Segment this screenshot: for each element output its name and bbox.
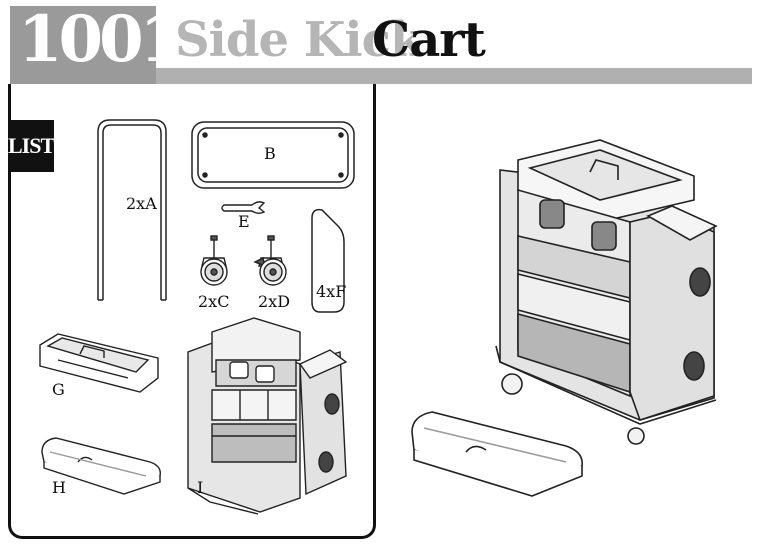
part-c-label: 2xC xyxy=(198,292,230,311)
part-e-wrench-illustration xyxy=(221,201,266,214)
part-b-label: B xyxy=(264,144,276,163)
model-number: 1001 xyxy=(18,2,184,77)
part-c-caster-illustration xyxy=(200,235,228,286)
part-f-side-piece-illustration xyxy=(311,208,345,313)
part-h-label: H xyxy=(52,478,66,497)
part-f-label: 4xF xyxy=(316,282,347,301)
part-g-label: G xyxy=(52,380,65,399)
part-e-label: E xyxy=(238,212,250,231)
assembled-cart-illustration xyxy=(495,139,718,445)
part-g-tray-illustration xyxy=(39,333,159,393)
part-h-folded-mat-illustration xyxy=(41,437,161,495)
list-tab: LIST xyxy=(8,120,55,172)
part-a-label: 2xA xyxy=(126,194,157,213)
large-folded-mat-illustration xyxy=(411,411,583,497)
header: 1001 Side Kick Cart xyxy=(0,0,764,90)
part-i-cart-body-illustration xyxy=(187,317,348,515)
title-underline-bar xyxy=(156,68,752,84)
title-emphasis: Cart xyxy=(372,12,486,68)
part-d-label: 2xD xyxy=(258,292,291,311)
parts-list-panel xyxy=(8,84,376,539)
part-b-panel-illustration xyxy=(191,121,355,189)
title-prefix: Side Kick xyxy=(175,12,423,68)
part-d-locking-caster-illustration xyxy=(253,235,287,286)
part-a-frame-illustration xyxy=(97,119,167,301)
model-number-box xyxy=(10,6,156,84)
part-i-label: I xyxy=(197,478,204,497)
